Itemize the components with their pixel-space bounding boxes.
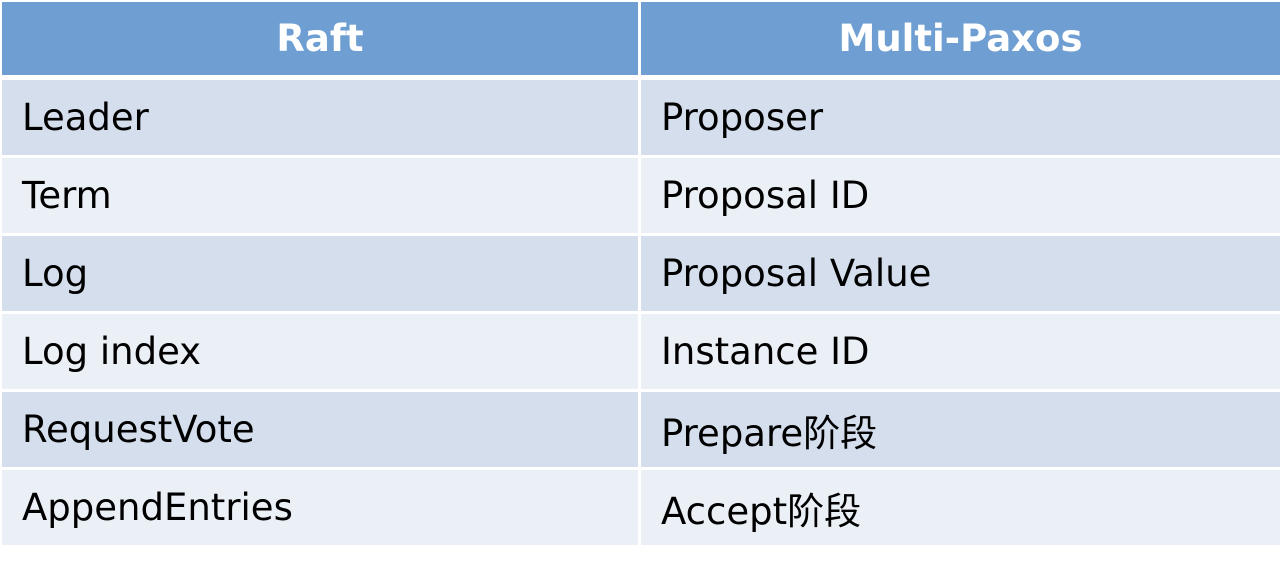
multi-paxos-cell: Prepare阶段 (641, 392, 1280, 467)
table-row: Leader Proposer (2, 80, 1280, 155)
table-row: RequestVote Prepare阶段 (2, 392, 1280, 467)
comparison-table: Raft Multi-Paxos Leader Proposer Term Pr… (2, 2, 1280, 548)
header-cell-multi-paxos: Multi-Paxos (641, 2, 1280, 75)
multi-paxos-cell: Proposer (641, 80, 1280, 155)
raft-cell: RequestVote (2, 392, 638, 467)
header-cell-raft: Raft (2, 2, 638, 75)
table-row: Log index Instance ID (2, 314, 1280, 389)
table-header-row: Raft Multi-Paxos (2, 2, 1280, 75)
raft-cell: Log index (2, 314, 638, 389)
raft-cell: Leader (2, 80, 638, 155)
raft-cell: Log (2, 236, 638, 311)
raft-cell: Term (2, 158, 638, 233)
table-row: AppendEntries Accept阶段 (2, 470, 1280, 545)
table-row: Term Proposal ID (2, 158, 1280, 233)
multi-paxos-cell: Proposal ID (641, 158, 1280, 233)
table-row: Log Proposal Value (2, 236, 1280, 311)
multi-paxos-cell: Proposal Value (641, 236, 1280, 311)
multi-paxos-cell: Accept阶段 (641, 470, 1280, 545)
multi-paxos-cell: Instance ID (641, 314, 1280, 389)
raft-cell: AppendEntries (2, 470, 638, 545)
